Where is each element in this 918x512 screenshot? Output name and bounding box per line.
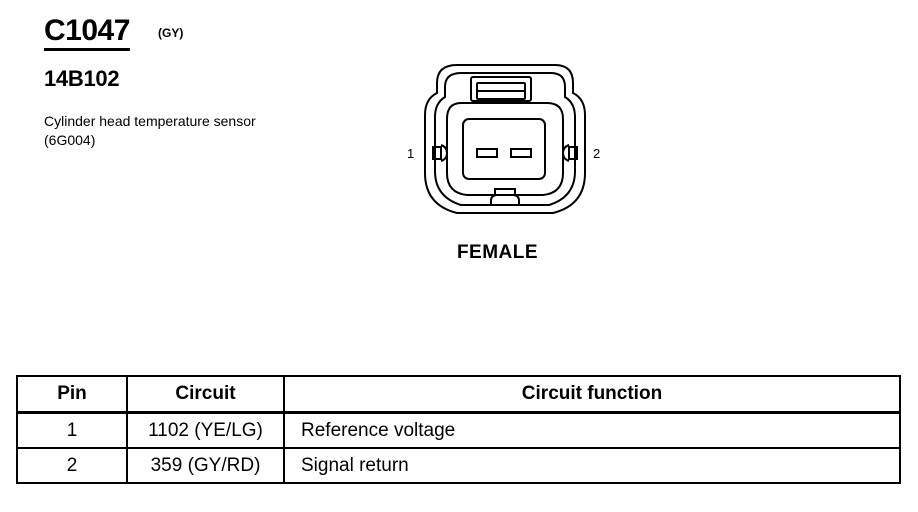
connector-latch — [470, 76, 532, 102]
pin-terminal-1 — [476, 148, 498, 158]
terminal-cavity-block — [462, 118, 546, 180]
cell-pin: 2 — [16, 447, 128, 484]
connector-color-code: (GY) — [158, 26, 184, 40]
cell-pin: 1 — [16, 411, 128, 449]
cell-circuit-function: Signal return — [283, 447, 901, 484]
header-circuit: Circuit — [126, 375, 285, 414]
cell-circuit: 1102 (YE/LG) — [126, 411, 285, 449]
cell-circuit: 359 (GY/RD) — [126, 447, 285, 484]
connector-id: C1047 — [44, 14, 130, 51]
pin-table: Pin Circuit Circuit function 1 1102 (YE/… — [16, 375, 901, 484]
header-pin: Pin — [16, 375, 128, 414]
cell-circuit-function: Reference voltage — [283, 411, 901, 449]
part-number: 14B102 — [44, 66, 120, 91]
side-key-left — [432, 146, 442, 160]
bottom-key — [490, 194, 520, 205]
table-row: 1 1102 (YE/LG) Reference voltage — [16, 411, 901, 449]
pin-terminal-2 — [510, 148, 532, 158]
connector-shroud — [446, 102, 564, 196]
connector-face-diagram: 1 2 — [407, 64, 600, 214]
header-circuit-function: Circuit function — [283, 375, 901, 414]
pin-number-1: 1 — [407, 146, 414, 161]
pin-number-2: 2 — [593, 146, 600, 161]
table-header-row: Pin Circuit Circuit function — [16, 375, 901, 414]
connector-inner-housing — [434, 72, 576, 206]
table-row: 2 359 (GY/RD) Signal return — [16, 447, 901, 484]
connector-outer-housing — [424, 64, 586, 214]
connector-gender-label: FEMALE — [456, 242, 539, 263]
side-key-right — [568, 146, 578, 160]
component-description: Cylinder head temperature sensor (6G004) — [44, 113, 256, 148]
